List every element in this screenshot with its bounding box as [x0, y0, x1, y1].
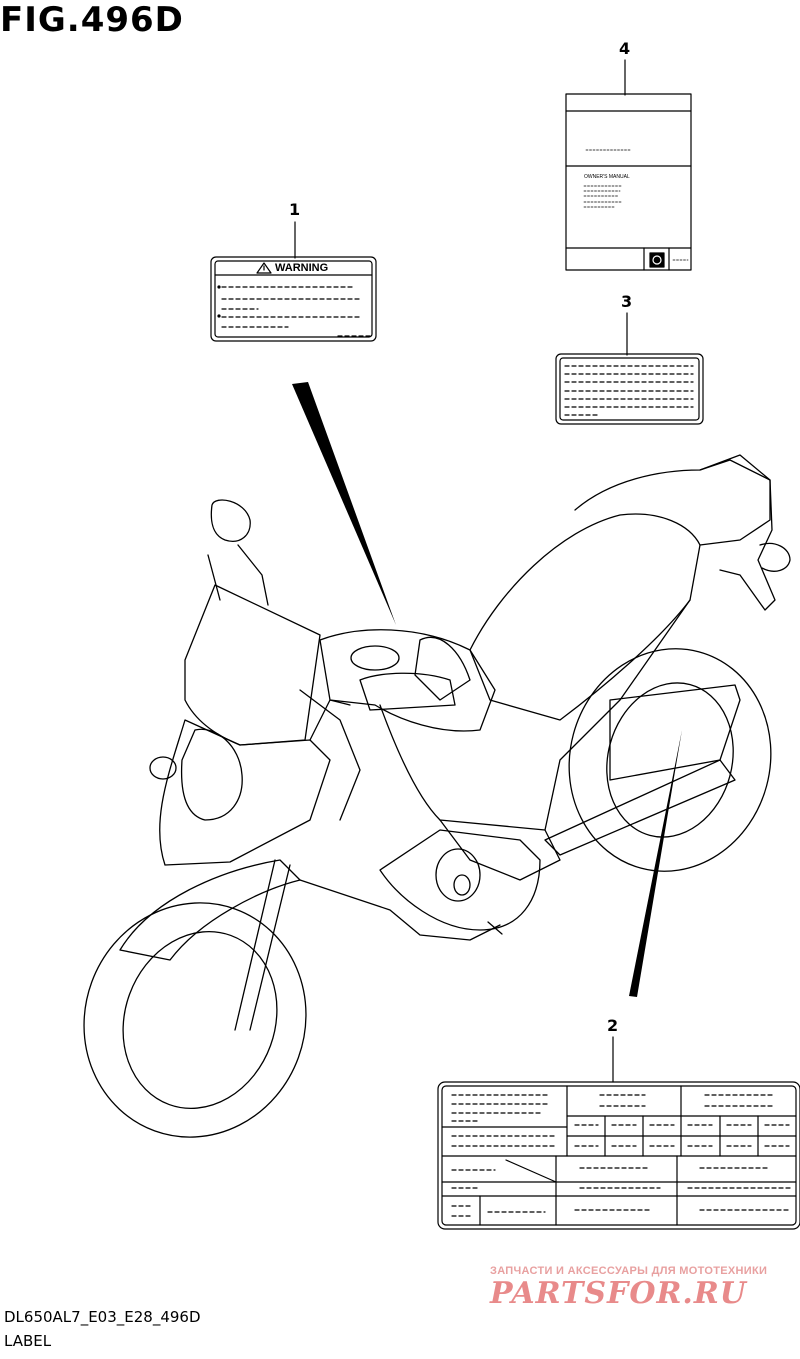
owners-manual-caption: OWNER'S MANUAL — [584, 174, 630, 180]
motorcycle-illustration — [83, 454, 791, 1138]
section-label: LABEL — [4, 1332, 52, 1350]
callout-number-1: 1 — [289, 200, 301, 219]
warning-triangle-icon — [256, 262, 272, 274]
warning-label — [210, 256, 377, 342]
diagram-code: DL650AL7_E03_E28_496D — [4, 1308, 201, 1326]
pointer-wedge-2 — [629, 730, 682, 997]
callout-number-2: 2 — [607, 1016, 619, 1035]
watermark-brand: PARTSFOR.RU — [490, 1276, 747, 1311]
info-label-2 — [437, 1081, 800, 1230]
suzuki-logo-icon — [649, 252, 665, 268]
watermark-tagline: ЗАПЧАСТИ И АКСЕССУАРЫ ДЛЯ МОТОТЕХНИКИ — [490, 1265, 768, 1277]
callout-number-3: 3 — [621, 292, 633, 311]
pointer-wedge-1 — [292, 382, 396, 625]
callout-number-4: 4 — [619, 39, 631, 58]
figure-title: FIG.496D — [0, 0, 184, 40]
info-label-3 — [555, 353, 704, 425]
owners-manual — [565, 93, 692, 271]
warning-label-heading: WARNING — [275, 262, 329, 274]
